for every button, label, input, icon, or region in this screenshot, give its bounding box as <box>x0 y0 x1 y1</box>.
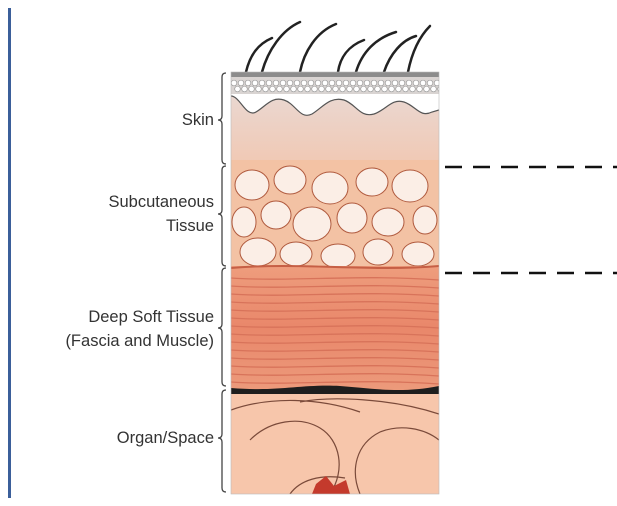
skin-bracket <box>218 73 226 164</box>
fat-lobule <box>413 206 437 234</box>
epidermis-cell <box>431 86 437 92</box>
epidermis-cell <box>280 80 286 86</box>
dermis-layer <box>231 96 439 166</box>
epidermis-cell <box>420 80 426 86</box>
fat-lobule <box>274 166 306 194</box>
fat-lobule <box>280 242 312 266</box>
epidermis-cell <box>305 86 311 92</box>
fat-lobule <box>312 172 348 204</box>
fat-lobule <box>372 208 404 236</box>
epidermis-cell <box>361 86 367 92</box>
epidermis-cell <box>378 80 384 86</box>
epidermis-cell <box>245 80 251 86</box>
fat-lobule <box>321 244 355 268</box>
epidermis-cell <box>273 80 279 86</box>
epidermis-cell <box>238 80 244 86</box>
epidermis-cell <box>266 80 272 86</box>
subcutaneous-label: Subcutaneous Tissue <box>108 190 214 238</box>
epidermis-cell <box>417 86 423 92</box>
fat-lobule <box>402 242 434 266</box>
epidermis-cell <box>329 80 335 86</box>
epidermis-cell <box>301 80 307 86</box>
epidermis-cell <box>259 80 265 86</box>
epidermis-cell <box>340 86 346 92</box>
fat-lobule <box>235 170 269 200</box>
epidermis-cell <box>357 80 363 86</box>
epidermis-cell <box>350 80 356 86</box>
epidermis-cell <box>249 86 255 92</box>
epidermis-cell <box>284 86 290 92</box>
fat-lobule <box>293 207 331 241</box>
organ-bracket <box>218 390 226 492</box>
muscle-layer <box>231 266 439 390</box>
deep-soft-tissue-label: Deep Soft Tissue (Fascia and Muscle) <box>65 305 214 353</box>
epidermis-cell <box>406 80 412 86</box>
epidermis-cell <box>256 86 262 92</box>
hair-strands <box>246 22 430 72</box>
epidermis-cell <box>263 86 269 92</box>
fat-lobule <box>232 207 256 237</box>
epidermis-cell <box>319 86 325 92</box>
fat-lobule <box>261 201 291 229</box>
epidermis-cell <box>396 86 402 92</box>
layer-brackets <box>218 73 226 492</box>
deep-tissue-bracket <box>218 268 226 386</box>
epidermis-cell <box>326 86 332 92</box>
epidermis-cell <box>287 80 293 86</box>
epidermis-cell <box>294 80 300 86</box>
epidermis-cell <box>403 86 409 92</box>
skin-label: Skin <box>182 108 214 132</box>
fat-lobule <box>356 168 388 196</box>
epidermis-cell <box>231 80 237 86</box>
epidermis-cell <box>382 86 388 92</box>
epidermis-cell <box>438 86 444 92</box>
fat-lobule <box>392 170 428 202</box>
epidermis-cell <box>312 86 318 92</box>
epidermis-cell <box>375 86 381 92</box>
organ-space-label: Organ/Space <box>117 426 214 450</box>
fat-lobule <box>240 238 276 266</box>
epidermis-cell <box>424 86 430 92</box>
epidermis-cell <box>291 86 297 92</box>
epidermis-cell <box>410 86 416 92</box>
fat-lobule <box>363 239 393 265</box>
epidermis-cell <box>322 80 328 86</box>
epidermis-cell <box>392 80 398 86</box>
epidermis-cell <box>364 80 370 86</box>
epidermis-cell <box>385 80 391 86</box>
epidermis-cell <box>389 86 395 92</box>
epidermis-cell <box>368 86 374 92</box>
epidermis-cell <box>427 80 433 86</box>
epidermis-cell <box>336 80 342 86</box>
epidermis-cell <box>235 86 241 92</box>
epidermis-cell <box>354 86 360 92</box>
epidermis-cell <box>270 86 276 92</box>
fat-lobule <box>337 203 367 233</box>
epidermis-cell <box>347 86 353 92</box>
epidermis-cell <box>399 80 405 86</box>
epidermis-cell <box>315 80 321 86</box>
subcutaneous-bracket <box>218 166 226 266</box>
epidermis-cell <box>308 80 314 86</box>
epidermis-cell <box>252 80 258 86</box>
epidermis-cell <box>343 80 349 86</box>
epidermis-cell <box>298 86 304 92</box>
epidermis-cell <box>333 86 339 92</box>
stratum-corneum <box>231 72 439 77</box>
epidermis-cell <box>242 86 248 92</box>
epidermis-cell <box>413 80 419 86</box>
epidermis-cell <box>277 86 283 92</box>
epidermis-cell <box>371 80 377 86</box>
